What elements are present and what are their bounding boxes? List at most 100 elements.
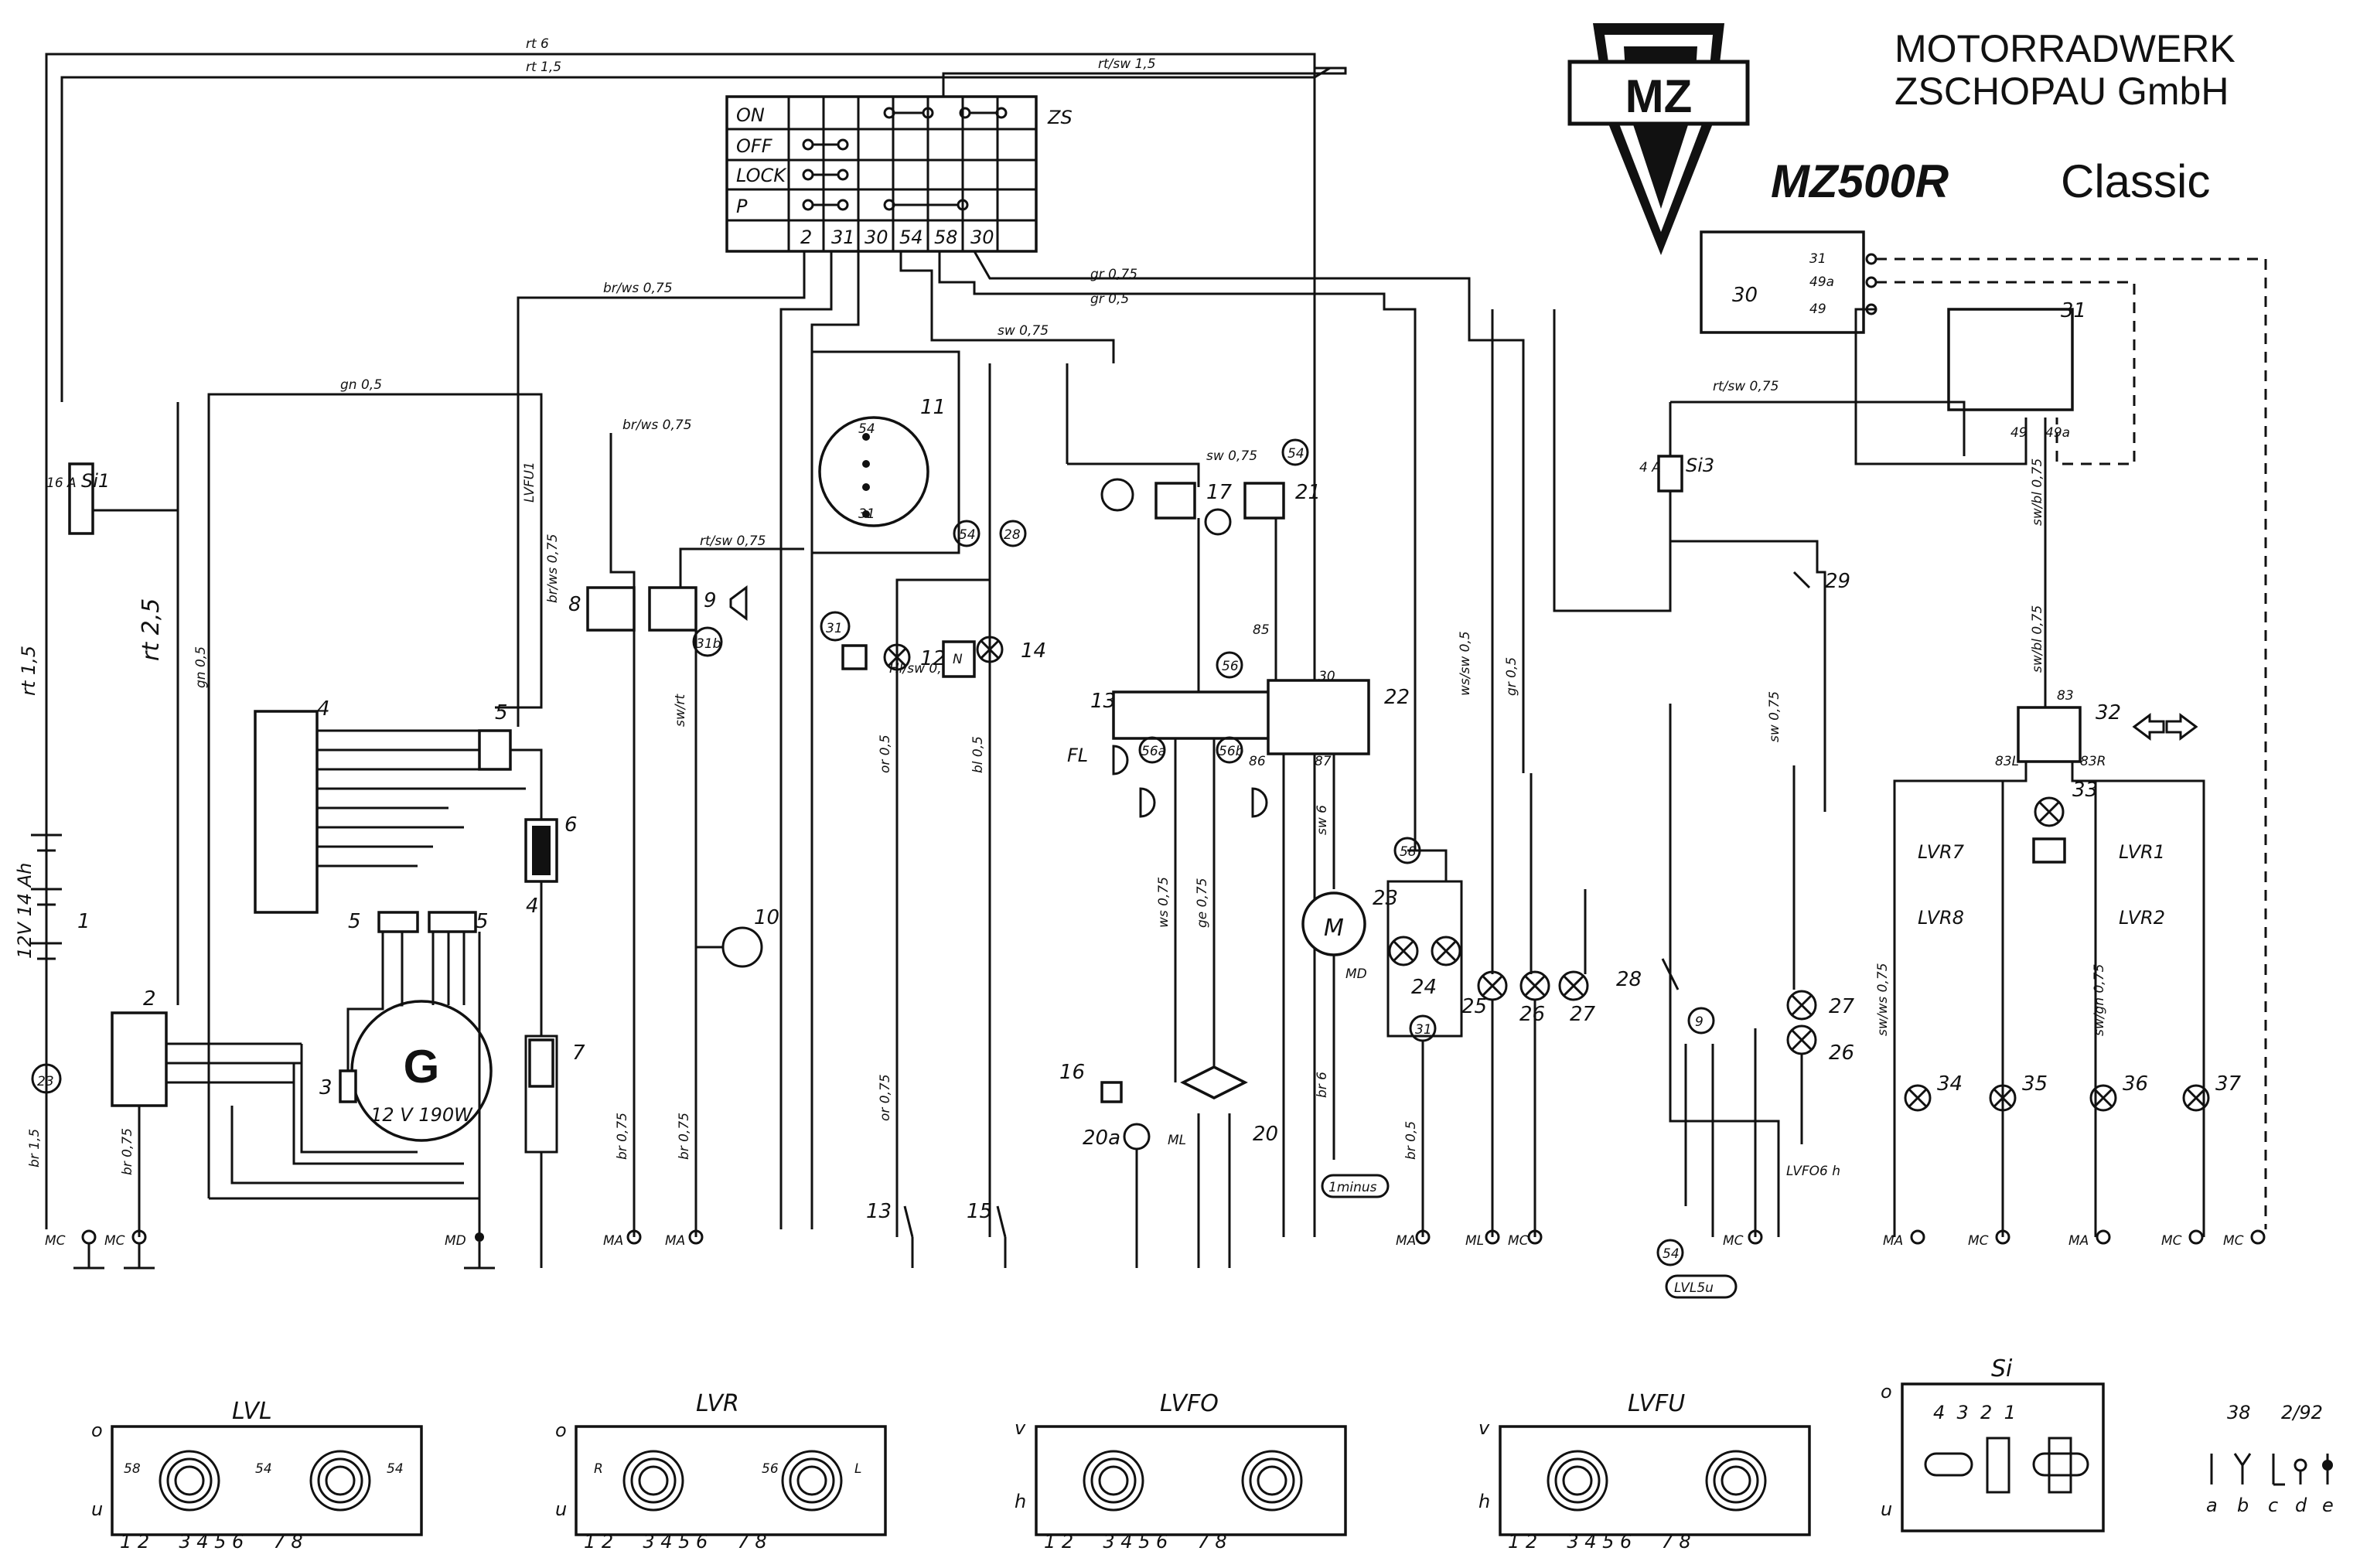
wire-rtsw075: rt/sw 0,75 bbox=[700, 533, 766, 549]
wire-gn05: gn 0,5 bbox=[340, 377, 382, 393]
wire-sw075-b: sw 0,75 bbox=[1206, 448, 1257, 464]
comp-10: 10 bbox=[754, 906, 779, 929]
comp-34: 34 bbox=[1937, 1072, 1963, 1096]
comp-15: 15 bbox=[967, 1200, 992, 1223]
comp-37: 37 bbox=[2215, 1072, 2242, 1096]
wire-rt15-left: rt 1,5 bbox=[18, 646, 39, 696]
marker-83l: 83L bbox=[1995, 754, 2019, 769]
minus-label: 1minus bbox=[1328, 1180, 1377, 1195]
marker-86: 86 bbox=[1249, 754, 1266, 769]
marker-54-d: 54 bbox=[1663, 1246, 1680, 1262]
comp-20: 20 bbox=[1253, 1123, 1278, 1146]
comp-28: 28 bbox=[1616, 968, 1642, 991]
comp-2: 2 bbox=[143, 987, 156, 1011]
lvl-mark-3: 54 bbox=[387, 1461, 404, 1477]
zs-term-30b: 30 bbox=[970, 227, 994, 248]
gear-switch-11: 11 54 31 54 28 31 bbox=[810, 350, 1027, 642]
comp-3: 3 bbox=[319, 1076, 333, 1099]
wire-sw075-c: sw 0,75 bbox=[1767, 691, 1782, 742]
n-mark: N bbox=[953, 652, 963, 667]
turn-signal-section: sw/bl 0,75 sw/bl 0,75 32 83 83L 83R 33 L… bbox=[1875, 418, 2266, 1249]
comp-33: 33 bbox=[2072, 779, 2098, 802]
wire-rtsw15: rt/sw 1,5 bbox=[1098, 56, 1156, 72]
wire-bl05: bl 0,5 bbox=[970, 736, 986, 773]
lvr8-label: LVR8 bbox=[1918, 907, 1964, 929]
wire-rtsw075-b: rt/sw 0,75 bbox=[1713, 379, 1779, 394]
ignition-switch: ON OFF LOCK P 2 31 30 54 58 30 ZS bbox=[725, 95, 1073, 253]
comp-1: 1 bbox=[77, 910, 90, 933]
wire-br15: br 1,5 bbox=[27, 1129, 43, 1167]
comp-21: 21 bbox=[1295, 481, 1321, 504]
wire-brws075: br/ws 0,75 bbox=[603, 281, 673, 296]
wire-brws075-b: br/ws 0,75 bbox=[545, 533, 561, 603]
wire-gr075: gr 0,75 bbox=[1090, 267, 1137, 282]
wire-brws075-c: br/ws 0,75 bbox=[622, 418, 692, 433]
lvf06h-label: LVFO6 h bbox=[1786, 1164, 1840, 1179]
comp-27: 27 bbox=[1570, 1003, 1596, 1026]
wire-gr05-b: gr 0,5 bbox=[1504, 657, 1519, 696]
marker-49-b: 49 bbox=[2010, 425, 2027, 441]
comp-7: 7 bbox=[572, 1041, 585, 1065]
lvfo-title: LVFO bbox=[1160, 1390, 1219, 1417]
comp-13-bottom: 13 bbox=[866, 1200, 892, 1223]
zs-term-30: 30 bbox=[865, 227, 888, 248]
wire-swbl075-b: sw/bl 0,75 bbox=[2030, 605, 2045, 673]
comp-27-b: 27 bbox=[1829, 995, 1855, 1018]
lvfu-bottom: h bbox=[1478, 1491, 1490, 1512]
lvfu-numbers: 1 2 3 4 5 6 7 8 bbox=[1508, 1531, 1691, 1553]
company-line-1: MOTORRADWERK bbox=[1894, 27, 2236, 70]
lvr1-label: LVR1 bbox=[2119, 841, 2165, 863]
wire-br075-b: br 0,75 bbox=[615, 1113, 630, 1160]
wire-rt15: rt 1,5 bbox=[526, 60, 561, 75]
comp-32: 32 bbox=[2096, 701, 2121, 724]
lvr-bottom: u bbox=[555, 1498, 567, 1520]
generator-rating: 12 V 190W bbox=[370, 1104, 473, 1126]
lvl-mark-1: 58 bbox=[124, 1461, 141, 1477]
connector-lvr: LVR o u R 56 L 1 2 3 4 5 6 7 8 bbox=[555, 1390, 887, 1553]
comp-14: 14 bbox=[1021, 639, 1046, 663]
legend-e: e bbox=[2322, 1495, 2334, 1516]
comp-16: 16 bbox=[1059, 1061, 1085, 1084]
comp-22: 22 bbox=[1384, 686, 1410, 709]
ground-ma-5: MA bbox=[2068, 1233, 2089, 1249]
marker-56b: 56b bbox=[1219, 744, 1243, 759]
lvl-numbers: 1 2 3 4 5 6 7 8 bbox=[120, 1531, 303, 1553]
zs-term-58: 58 bbox=[934, 227, 958, 248]
comp-20a: 20a bbox=[1083, 1127, 1120, 1150]
marker-31b: 31b bbox=[696, 636, 721, 652]
connector-si: Si o u 4 3 2 1 bbox=[1881, 1355, 2105, 1532]
marker-49: 49 bbox=[1809, 302, 1826, 317]
fuse-si3: Si3 bbox=[1686, 455, 1714, 476]
wire-sw075: sw 0,75 bbox=[998, 323, 1049, 339]
comp-11: 11 bbox=[920, 396, 946, 419]
wire-or05: or 0,5 bbox=[878, 735, 893, 773]
lvfo-numbers: 1 2 3 4 5 6 7 8 bbox=[1044, 1531, 1227, 1553]
legend-d: d bbox=[2295, 1495, 2307, 1516]
ground-ml-1: ML bbox=[1168, 1133, 1186, 1148]
company-line-2: ZSCHOPAU GmbH bbox=[1894, 70, 2229, 113]
lvfo-bottom: h bbox=[1015, 1491, 1026, 1512]
wire-or075: or 0,75 bbox=[878, 1074, 893, 1121]
si-bottom: u bbox=[1881, 1498, 1892, 1520]
zs-row-off: OFF bbox=[736, 135, 773, 157]
ground-ma-1: MA bbox=[603, 1233, 623, 1249]
wire-swgn075-a: sw/gn 0,75 bbox=[2092, 964, 2107, 1036]
wire-gn05-b: gn 0,5 bbox=[193, 646, 209, 688]
si-top: o bbox=[1881, 1381, 1892, 1403]
comp-31: 31 bbox=[2061, 299, 2086, 322]
comp-23: 23 bbox=[1373, 887, 1398, 910]
zs-row-on: ON bbox=[736, 104, 765, 126]
fuse-16a: 16 A bbox=[46, 476, 77, 491]
comp-5-left: 5 bbox=[348, 910, 361, 933]
lvr-mark-2: 56 bbox=[762, 1461, 779, 1477]
ground-mc-7: MC bbox=[2223, 1233, 2244, 1249]
comp-25: 25 bbox=[1461, 995, 1487, 1018]
marker-31-c: 31 bbox=[1415, 1022, 1432, 1038]
comp-24: 24 bbox=[1411, 976, 1437, 999]
wire-lvfu1: LVFU1 bbox=[522, 462, 537, 503]
fl-label: FL bbox=[1067, 745, 1088, 766]
lvl5u-label: LVL5u bbox=[1674, 1280, 1714, 1296]
marker-54b: 54 bbox=[959, 527, 976, 543]
connector-lvfu: LVFU v h 1 2 3 4 5 6 7 8 bbox=[1478, 1390, 1811, 1553]
ground-mc-6: MC bbox=[2161, 1233, 2182, 1249]
